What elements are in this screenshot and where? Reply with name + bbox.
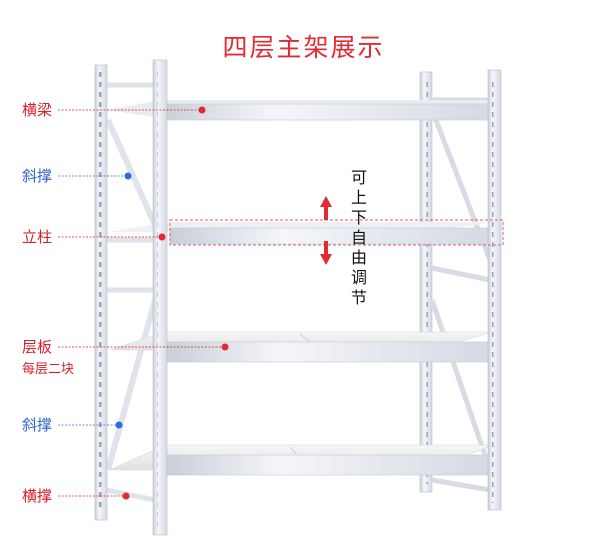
label-beam: 横梁	[22, 101, 53, 119]
label-shelf-board: 层板	[22, 338, 53, 356]
adjust-text: 可 上 下 自 由 调 节	[350, 168, 368, 308]
adjust-char: 下	[350, 208, 367, 227]
front-right-post	[487, 69, 502, 511]
label-brace-bottom: 斜撑	[22, 416, 53, 434]
adjust-char: 上	[350, 188, 367, 207]
shelf-level-2	[108, 222, 494, 245]
cross-brace-marker	[122, 492, 130, 500]
adjust-highlight-box	[169, 219, 504, 246]
front-left-posts	[94, 59, 168, 536]
shelf-board-marker	[221, 343, 229, 351]
brace-top-marker	[124, 172, 132, 180]
column-marker	[158, 233, 166, 241]
adjust-char: 由	[350, 248, 367, 267]
adjust-arrows-icon	[320, 196, 332, 265]
label-column: 立柱	[22, 228, 53, 246]
brace-bottom-marker	[115, 421, 123, 429]
label-shelf-board-note: 每层二块	[22, 362, 75, 377]
leader-lines	[58, 109, 225, 497]
shelf-level-1	[108, 100, 494, 121]
adjust-char: 可	[350, 168, 367, 187]
diagram-title: 四层主架展示	[222, 33, 385, 62]
rear-right-frame	[419, 71, 493, 493]
adjust-char: 节	[350, 288, 367, 307]
label-cross-brace: 横撑	[22, 487, 53, 505]
adjust-char: 自	[350, 228, 367, 247]
label-brace-top: 斜撑	[22, 167, 53, 185]
rear-left-frame	[105, 82, 158, 503]
adjust-char: 调	[350, 268, 367, 287]
shelf-level-4	[109, 444, 494, 476]
beam-marker	[198, 106, 206, 114]
